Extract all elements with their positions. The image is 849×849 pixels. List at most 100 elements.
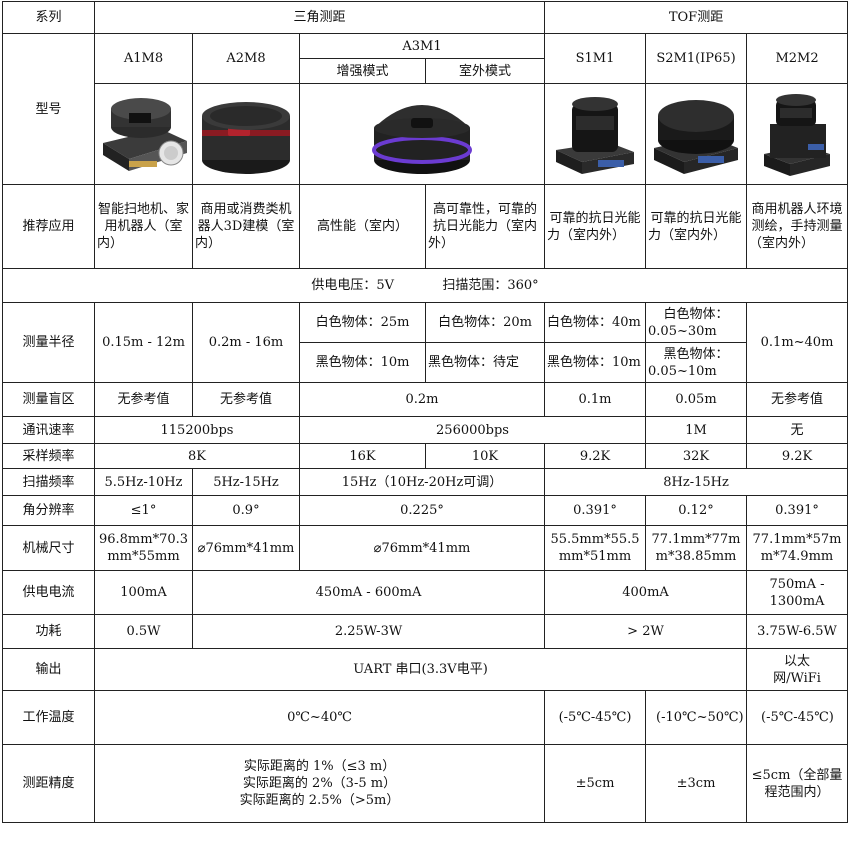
image-a1m8-cell [94,83,193,185]
model-m2m2: M2M2 [746,33,849,84]
model-a3m1: A3M1 [298,33,546,59]
blind-s2m1: 0.05m [645,382,748,417]
row-header-output: 输出 [2,648,95,691]
row-header-size: 机械尺寸 [2,525,95,571]
power-a2a3: 2.25W-3W [191,614,546,649]
range-a3-outdoor-black: 黑色物体：待定 [424,342,546,383]
scan-tof: 8Hz-15Hz [544,468,849,496]
angle-s2m1: 0.12° [645,495,748,526]
accuracy-m2m2: ≤5cm（全部量程范围内） [746,744,849,823]
accuracy-s1m1: ±5cm [544,744,647,823]
size-row: 机械尺寸 96.8mm*70.3mm*55mm ⌀76mm*41mm ⌀76mm… [2,525,849,571]
row-header-model: 型号 [2,33,95,185]
blind-m2m2: 无参考值 [746,382,849,417]
row-header-range: 测量半径 [2,302,95,383]
comm-m2m2: 无 [746,416,849,444]
image-m2m2-cell [746,83,849,185]
sample-a1a2: 8K [94,443,300,469]
comm-a3s1: 256000bps [298,416,647,444]
model-row-1: 型号 A1M8 A2M8 A3M1 S1M1 S2M1(IP65) M2M2 [2,33,849,185]
row-header-current: 供电电流 [2,570,95,615]
row-header-power: 功耗 [2,614,95,649]
s1m1-lidar-image [556,97,635,174]
comm-a1a2: 115200bps [94,416,300,444]
row-header-accuracy: 测距精度 [2,744,95,823]
sample-m2m2: 9.2K [746,443,849,469]
comm-s2m1: 1M [645,416,748,444]
model-a2m8: A2M8 [192,33,300,84]
image-a2m8-cell [192,83,300,185]
model-a3m1-outdoor: 室外模式 [424,58,546,84]
application-row: 推荐应用 智能扫地机、家用机器人（室内） 商用或消费类机器人3D建模（室内） 高… [2,184,849,269]
blind-a2m8: 无参考值 [192,382,300,417]
row-header-angle: 角分辨率 [2,495,95,526]
row-header-scan: 扫描频率 [2,468,95,496]
size-a1m8: 96.8mm*70.3mm*55mm [94,525,193,571]
size-m2m2: 77.1mm*57mm*74.9mm [746,525,849,571]
angle-row: 角分辨率 ≤1° 0.9° 0.225° 0.391° 0.12° 0.391° [2,495,849,526]
angle-a2m8: 0.9° [192,495,300,526]
range-m2m2: 0.1m~40m [746,302,849,383]
current-a2a3: 450mA - 600mA [191,570,546,615]
power-a1m8: 0.5W [94,614,193,649]
blind-a1m8: 无参考值 [94,382,193,417]
power-m2m2: 3.75W-6.5W [746,614,849,649]
model-row-2: 增强模式 室外模式 [3,58,848,84]
a1m8-lidar-image [102,98,187,171]
row-header-sample: 采样频率 [2,443,95,469]
row-header-comm: 通讯速率 [2,416,95,444]
range-a3-outdoor-white: 白色物体：20m [424,302,546,343]
current-s1s2: 400mA [544,570,748,615]
app-a2m8: 商用或消费类机器人3D建模（室内） [192,184,300,269]
size-a2m8: ⌀76mm*41mm [192,525,300,571]
row-header-app: 推荐应用 [2,184,95,269]
blind-a3m1: 0.2m [298,382,546,417]
scan-a3m1: 15Hz（10Hz-20Hz可调） [298,468,546,496]
sample-row: 采样频率 8K 16K 10K 9.2K 32K 9.2K [2,443,849,469]
blind-row: 测量盲区 无参考值 无参考值 0.2m 0.1m 0.05m 无参考值 [2,382,849,417]
scan-a1m8: 5.5Hz-10Hz [94,468,193,496]
temp-row: 工作温度 0℃~40℃ (-5℃-45℃) (-10℃~50℃) (-5℃-45… [2,690,849,745]
range-s2-white: 白色物体：0.05~30m [645,302,748,343]
angle-m2m2: 0.391° [746,495,849,526]
scan-a2m8: 5Hz-15Hz [192,468,300,496]
output-m2m2: 以太网/WiFi [746,648,849,691]
power-s1s2: > 2W [544,614,748,649]
range-a1m8: 0.15m - 12m [94,302,193,383]
range-s1-white: 白色物体：40m [544,302,647,343]
app-s2m1: 可靠的抗日光能力（室内外） [645,184,748,269]
model-a3m1-boost: 增强模式 [299,58,426,84]
accuracy-tri: 实际距离的 1%（≤3 m） 实际距离的 2%（3-5 m） 实际距离的 2.5… [93,744,546,823]
angle-a1m8: ≤1° [94,495,193,526]
row-header-blind: 测量盲区 [2,382,95,417]
m2m2-lidar-image [764,94,831,176]
scan-row: 扫描频率 5.5Hz-10Hz 5Hz-15Hz 15Hz（10Hz-20Hz可… [2,468,849,496]
app-m2m2: 商用机器人环境测绘，手持测量（室内外） [746,184,849,269]
app-a1m8: 智能扫地机、家用机器人（室内） [94,184,193,269]
sample-a3-outdoor: 10K [424,443,546,469]
range-row-2: 黑色物体：10m 黑色物体：待定 黑色物体：10m 黑色物体：0.05~10m [3,342,848,383]
model-s2m1: S2M1(IP65) [645,33,748,84]
series-row: 系列 三角测距 TOF测距 [2,1,849,34]
sample-a3-boost: 16K [299,443,426,469]
model-s1m1: S1M1 [544,33,647,84]
series-tof: TOF测距 [544,1,849,34]
row-header-temp: 工作温度 [2,690,95,745]
sample-s1m1: 9.2K [544,443,647,469]
range-a2m8: 0.2m - 16m [192,302,300,383]
output-row: 输出 UART 串口(3.3V电平) 以太网/WiFi [2,648,849,691]
range-s1-black: 黑色物体：10m [544,342,647,383]
range-row-1: 测量半径 0.15m - 12m 0.2m - 16m 白色物体：25m 白色物… [2,302,849,383]
image-s1m1-cell [544,83,647,185]
lidar-spec-table: 系列 三角测距 TOF测距 型号 A1M8 A2M8 A3M1 S1M1 S2M… [1,1,849,823]
blind-s1m1: 0.1m [544,382,647,417]
model-a1m8: A1M8 [94,33,193,84]
accuracy-tri-line-2: 实际距离的 2%（3-5 m） [242,776,397,791]
comm-row: 通讯速率 115200bps 256000bps 1M 无 [2,416,849,444]
angle-a3m1: 0.225° [298,495,546,526]
range-a3-boost-black: 黑色物体：10m [299,342,426,383]
accuracy-tri-line-3: 实际距离的 2.5%（>5m） [239,793,400,808]
sample-s2m1: 32K [645,443,748,469]
power-row: 功耗 0.5W 2.25W-3W > 2W 3.75W-6.5W [2,614,849,649]
app-a3-outdoor: 高可靠性，可靠的抗日光能力（室内外） [424,184,546,269]
